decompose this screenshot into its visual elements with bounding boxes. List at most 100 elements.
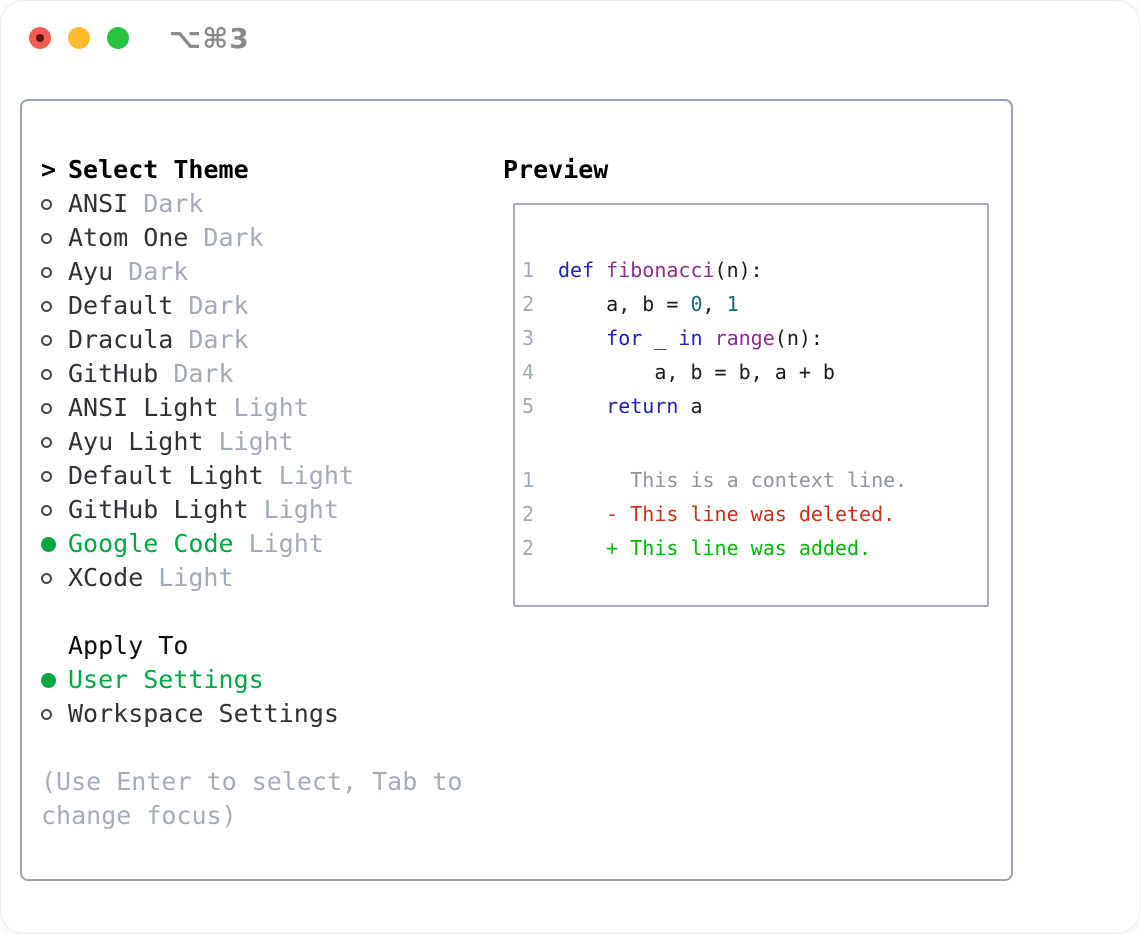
radio-icon <box>41 436 52 448</box>
window-title: ⌥⌘3 <box>169 22 250 55</box>
radio-cell <box>41 198 68 210</box>
theme-name: Ayu Light <box>68 427 204 456</box>
theme-name: Ayu <box>68 257 114 286</box>
theme-name: GitHub Light <box>68 495 249 524</box>
radio-icon <box>41 198 52 210</box>
radio-icon <box>41 232 52 244</box>
code-token: 1 <box>726 292 739 316</box>
apply-option[interactable]: Workspace Settings <box>41 697 501 731</box>
theme-option[interactable]: Atom One Dark <box>41 221 501 255</box>
theme-name: ANSI <box>68 189 129 218</box>
code-token: return <box>606 394 679 418</box>
line-number: 5 <box>522 394 535 418</box>
radio-icon <box>41 572 52 584</box>
line-number: 2 <box>522 502 535 526</box>
zoom-button[interactable] <box>107 27 129 49</box>
theme-name: GitHub <box>68 359 159 388</box>
radio-cell <box>41 334 68 346</box>
code-token: a, b = b, a + b <box>558 360 835 384</box>
radio-cell <box>41 266 68 278</box>
minimize-button[interactable] <box>68 27 90 49</box>
code-token: (n): <box>774 326 823 350</box>
theme-option[interactable]: Ayu Light Light <box>41 425 501 459</box>
radio-icon <box>41 402 52 414</box>
select-theme-header: > Select Theme <box>41 153 501 187</box>
code-token: in <box>678 326 703 350</box>
theme-variant-tag: Light <box>278 461 354 490</box>
code-token <box>558 394 606 418</box>
theme-name: Default <box>68 291 174 320</box>
diff-line: 2 - This line was deleted. <box>522 497 987 531</box>
code-token <box>594 258 606 282</box>
code-line: 3 for _ in range(n): <box>522 321 987 355</box>
theme-variant-tag: Light <box>263 495 339 524</box>
radio-cell <box>41 708 68 720</box>
line-number: 1 <box>522 258 535 282</box>
radio-cell <box>41 368 68 380</box>
help-hint: (Use Enter to select, Tab to change focu… <box>41 767 463 830</box>
line-number: 3 <box>522 326 535 350</box>
line-number: 2 <box>522 292 535 316</box>
radio-selected-icon <box>41 536 56 552</box>
preview-title: Preview <box>503 155 609 184</box>
radio-cell <box>41 300 68 312</box>
radio-cell <box>41 504 68 516</box>
code-token: (n): <box>714 258 763 282</box>
radio-cell <box>41 536 68 552</box>
spacer <box>41 595 501 629</box>
theme-name: Dracula <box>68 325 174 354</box>
apply-to-header: Apply To <box>41 629 501 663</box>
theme-name: Atom One <box>68 223 189 252</box>
theme-name: ANSI Light <box>68 393 219 422</box>
theme-option[interactable]: ANSI Light Light <box>41 391 501 425</box>
apply-option[interactable]: User Settings <box>41 663 501 697</box>
theme-variant-tag: Light <box>218 427 294 456</box>
code-token: for <box>606 326 643 350</box>
radio-icon <box>41 300 52 312</box>
radio-cell <box>41 232 68 244</box>
theme-option[interactable]: GitHub Light Light <box>41 493 501 527</box>
code-line: 5 return a <box>522 389 987 423</box>
diff-text: + This line was added. <box>558 536 872 560</box>
theme-variant-tag: Dark <box>203 223 264 252</box>
radio-cell <box>41 402 68 414</box>
close-button[interactable] <box>29 27 51 49</box>
radio-selected-icon <box>41 672 56 688</box>
diff-text: This is a context line. <box>558 468 908 492</box>
line-number: 4 <box>522 360 535 384</box>
radio-cell <box>41 572 68 584</box>
code-token: range <box>714 326 775 350</box>
window-titlebar: ⌥⌘3 <box>1 1 1139 75</box>
code-line: 2 a, b = 0, 1 <box>522 287 987 321</box>
select-theme-title: Select Theme <box>68 155 249 184</box>
selection-cursor-icon: > <box>41 155 57 184</box>
code-token <box>703 326 715 350</box>
radio-cell <box>41 672 68 688</box>
code-token: a, b = <box>558 292 691 316</box>
theme-variant-tag: Dark <box>128 257 189 286</box>
diff-text: - This line was deleted. <box>558 502 896 526</box>
apply-option-label: User Settings <box>68 665 264 694</box>
close-dot-icon <box>36 34 44 42</box>
theme-option[interactable]: Ayu Dark <box>41 255 501 289</box>
line-number: 2 <box>522 536 535 560</box>
line-number: 1 <box>522 468 535 492</box>
code-token: _ <box>642 326 679 350</box>
code-token: a <box>678 394 703 418</box>
diff-line: 2 + This line was added. <box>522 531 987 565</box>
code-token: 0 <box>690 292 703 316</box>
theme-variant-tag: Light <box>233 393 309 422</box>
apply-to-title: Apply To <box>68 631 189 660</box>
